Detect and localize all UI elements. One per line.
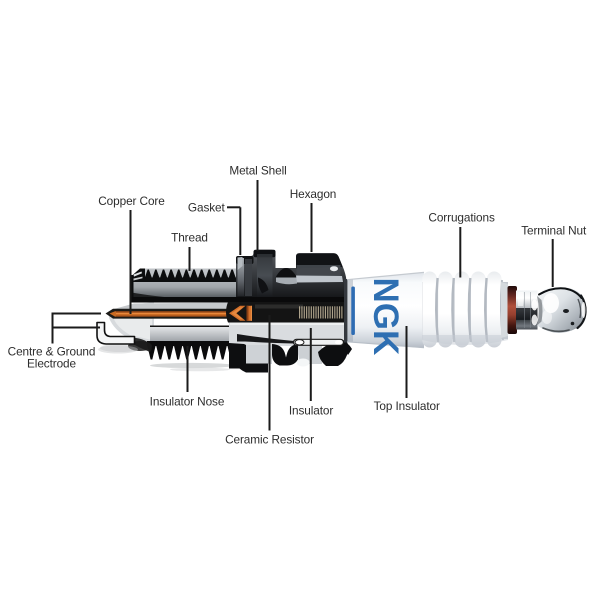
svg-text:Gasket: Gasket — [188, 201, 226, 215]
svg-text:Terminal Nut: Terminal Nut — [521, 224, 587, 238]
svg-text:Hexagon: Hexagon — [290, 187, 337, 201]
svg-text:Electrode: Electrode — [27, 357, 76, 371]
svg-text:Insulator Nose: Insulator Nose — [150, 395, 225, 409]
svg-text:Centre & Ground: Centre & Ground — [8, 345, 96, 359]
svg-text:Corrugations: Corrugations — [428, 211, 495, 225]
svg-text:Ceramic Resistor: Ceramic Resistor — [225, 433, 314, 447]
svg-text:Metal Shell: Metal Shell — [229, 164, 286, 178]
svg-text:NGK: NGK — [366, 278, 405, 356]
svg-text:Insulator: Insulator — [289, 404, 334, 418]
svg-text:Copper Core: Copper Core — [98, 194, 165, 208]
svg-text:Top Insulator: Top Insulator — [374, 399, 440, 413]
svg-text:Thread: Thread — [171, 231, 208, 245]
